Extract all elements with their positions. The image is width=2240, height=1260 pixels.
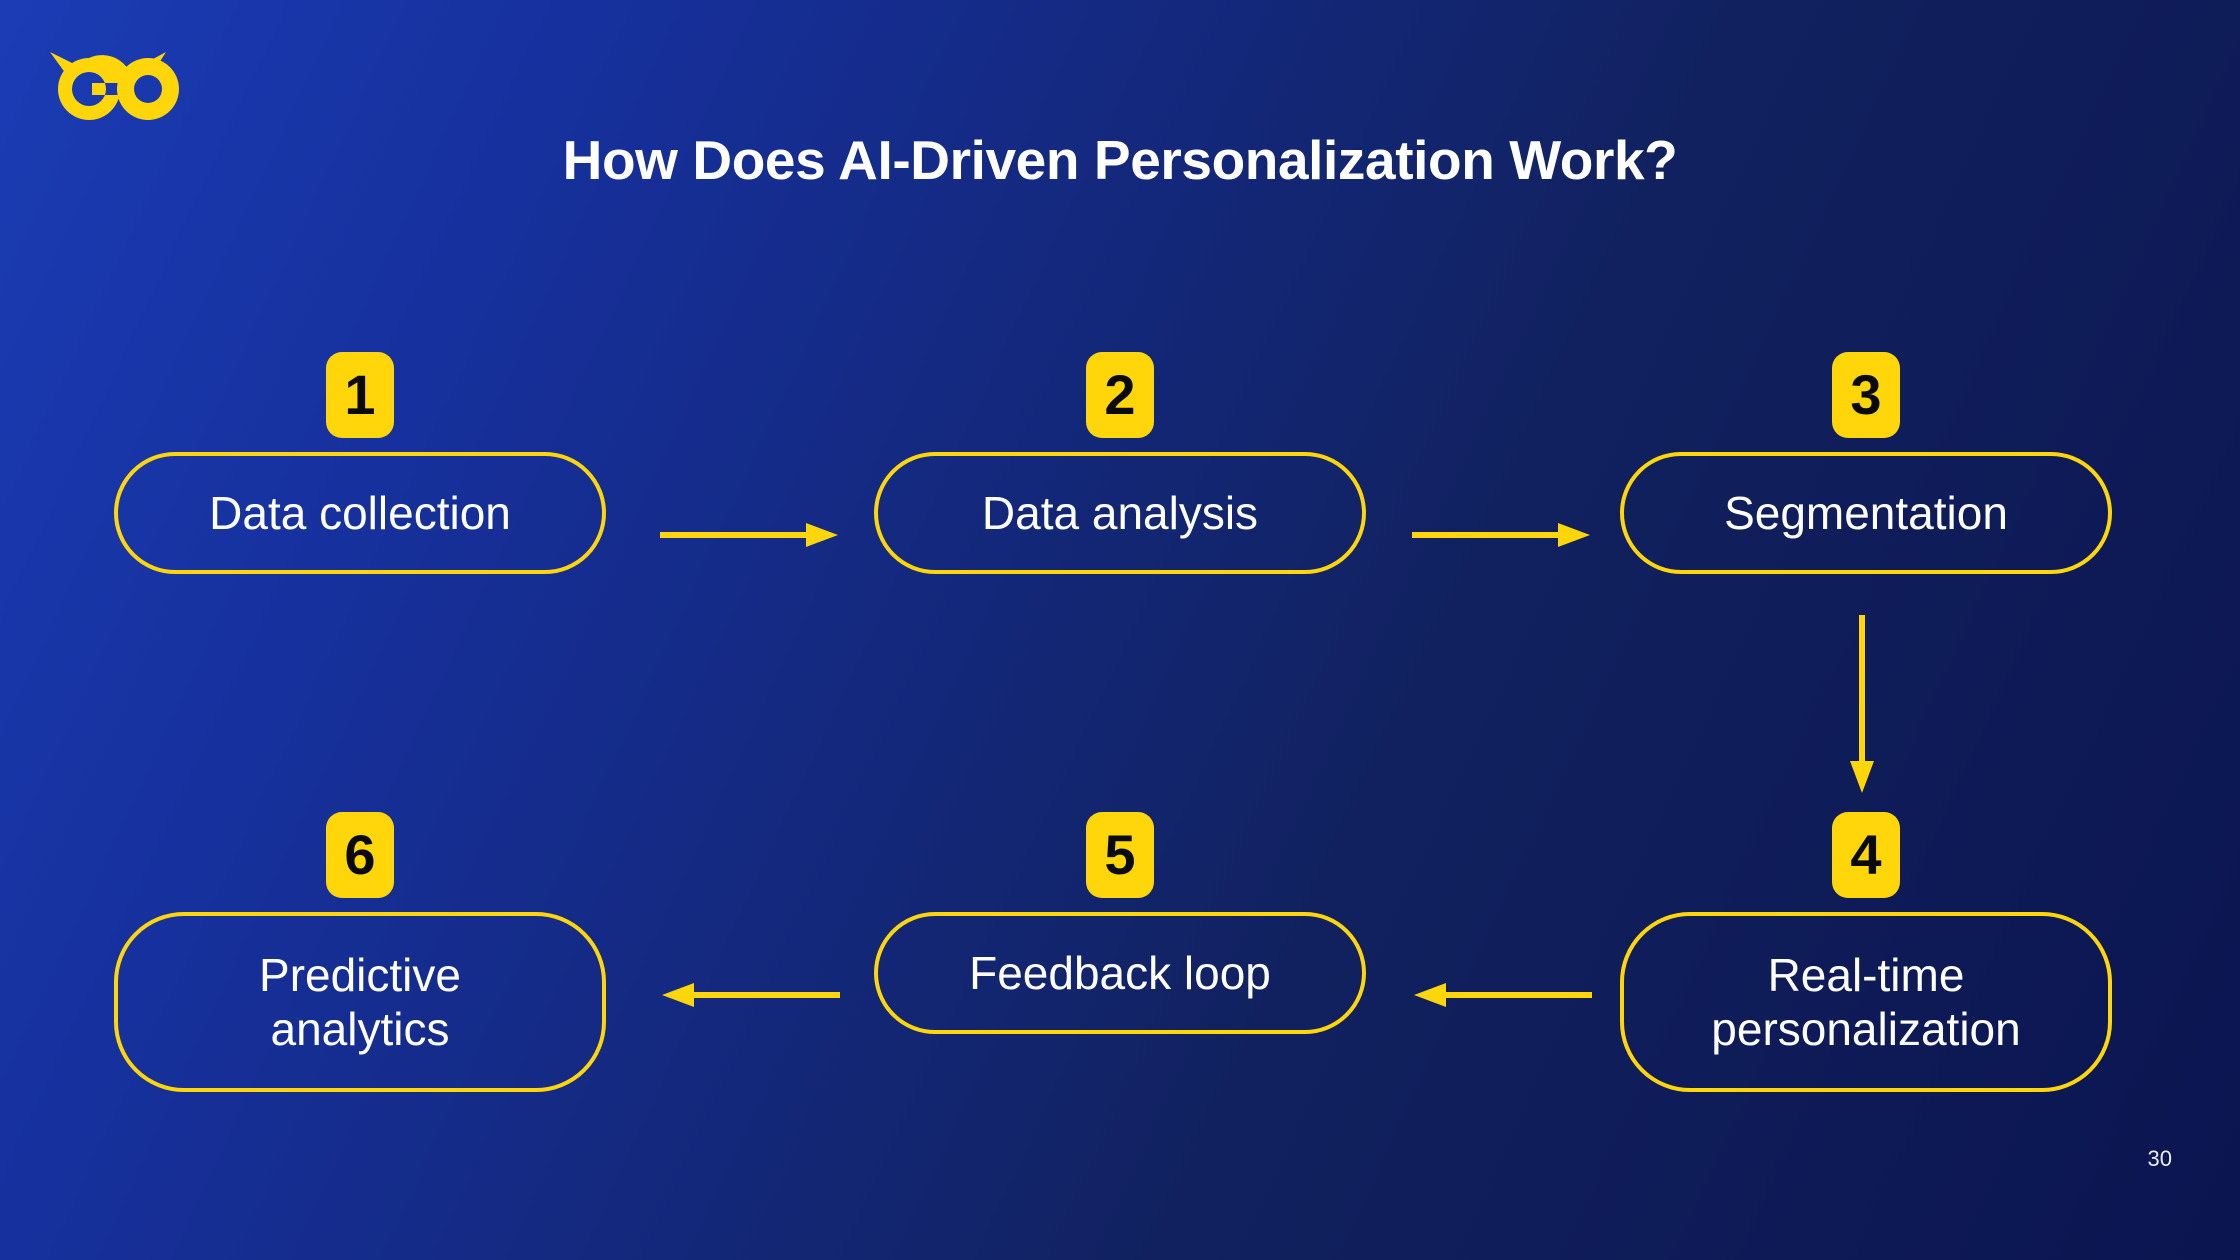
step-badge-1: 1 <box>326 352 394 438</box>
flow-node-2[interactable]: 2 Data analysis <box>874 352 1366 574</box>
flow-node-label-2: Data analysis <box>874 452 1366 574</box>
flow-node-3[interactable]: 3 Segmentation <box>1620 352 2112 574</box>
step-badge-5: 5 <box>1086 812 1154 898</box>
flow-node-1[interactable]: 1 Data collection <box>114 352 606 574</box>
page-number: 30 <box>2147 1146 2172 1171</box>
flow-node-label-4-line1: Real-time <box>1767 948 1965 1001</box>
flow-node-label-4-line2: personalization <box>1711 1003 2021 1055</box>
flow-node-label-6: Predictive analytics <box>114 912 606 1092</box>
flow-node-label-6-line2: analytics <box>270 1003 450 1055</box>
flow-node-label-5: Feedback loop <box>874 912 1366 1034</box>
step-badge-4: 4 <box>1832 812 1900 898</box>
arrow-left-icon-4-to-5 <box>1412 975 1592 1015</box>
arrow-right-icon-1-to-2 <box>660 515 840 555</box>
flow-node-label-6-line1: Predictive <box>259 948 461 1001</box>
flow-node-label-3: Segmentation <box>1620 452 2112 574</box>
flow-node-4[interactable]: 4 Real-time personalization <box>1620 812 2112 1092</box>
arrow-left-icon-5-to-6 <box>660 975 840 1015</box>
arrow-down-icon-3-to-4 <box>1840 615 1884 795</box>
go-owl-logo <box>48 44 196 134</box>
step-badge-3: 3 <box>1832 352 1900 438</box>
arrow-right-icon-2-to-3 <box>1412 515 1592 555</box>
step-badge-2: 2 <box>1086 352 1154 438</box>
flow-node-label-1: Data collection <box>114 452 606 574</box>
step-badge-6: 6 <box>326 812 394 898</box>
flow-node-label-4: Real-time personalization <box>1620 912 2112 1092</box>
page-title: How Does AI-Driven Personalization Work? <box>562 129 1678 191</box>
flow-node-6[interactable]: 6 Predictive analytics <box>114 812 606 1092</box>
flow-node-5[interactable]: 5 Feedback loop <box>874 812 1366 1034</box>
